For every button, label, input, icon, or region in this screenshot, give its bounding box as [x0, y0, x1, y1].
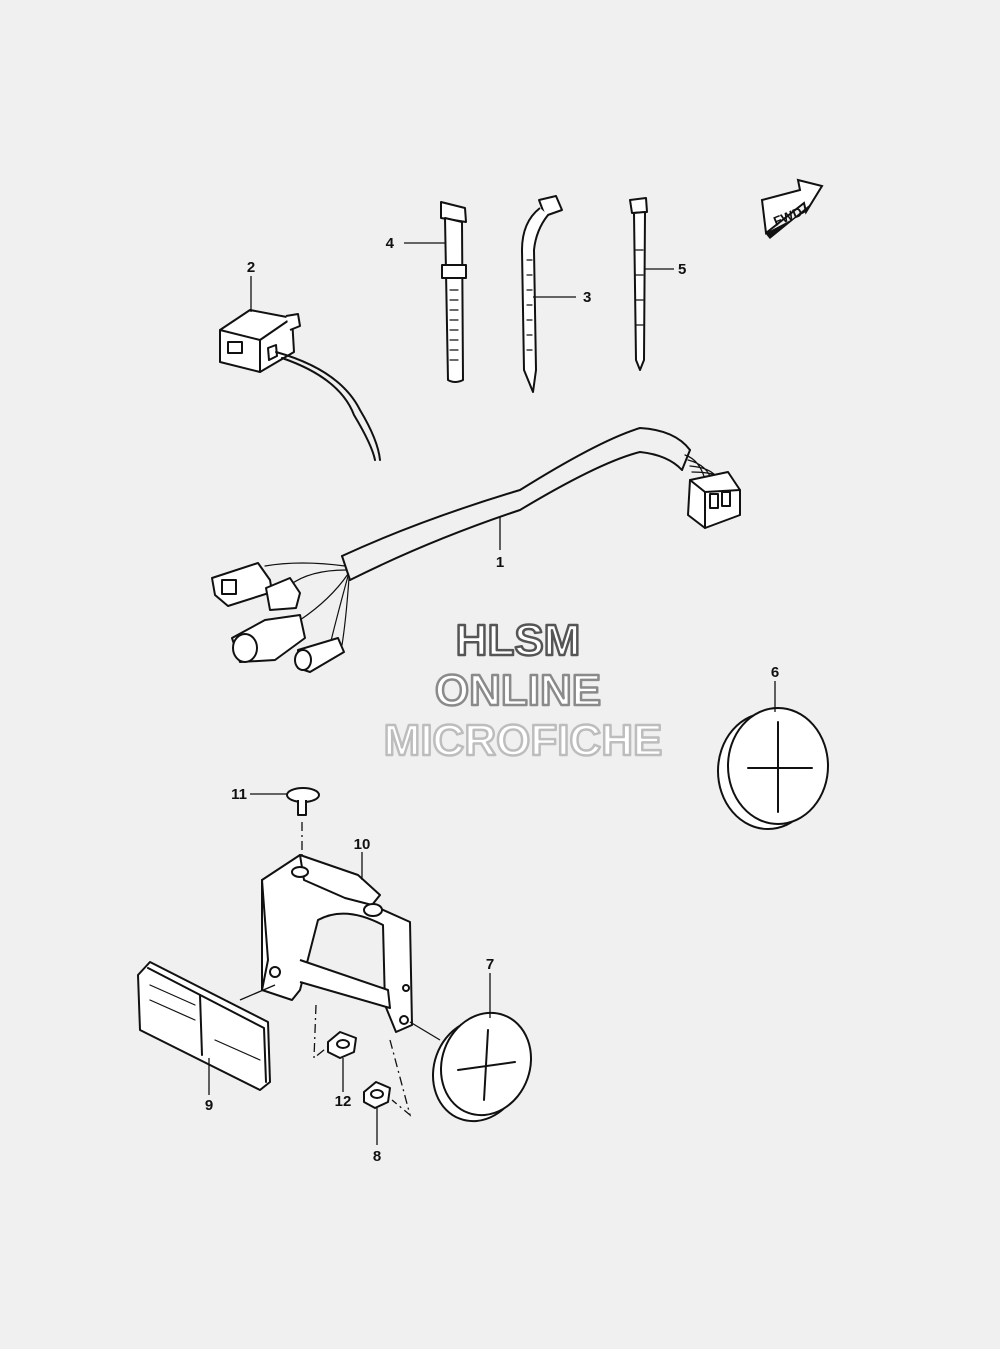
callout-5: 5: [678, 261, 686, 278]
part-9-rect-reflector: [137, 961, 271, 1091]
guide-line-9: [239, 984, 276, 1001]
part-5-cable-tie: [629, 197, 648, 371]
callout-1: 1: [496, 554, 504, 571]
part-3-clamp: [521, 195, 563, 393]
part-2-switch: [219, 309, 381, 461]
guide-line-7: [409, 1021, 441, 1041]
part-11-screw: [286, 787, 320, 816]
part-4-band-clamp: [440, 201, 467, 383]
part-1-wiring-harness: [211, 427, 741, 673]
watermark-line-1: HLSM: [456, 616, 581, 665]
callout-8: 8: [373, 1148, 381, 1165]
callout-6: 6: [771, 664, 779, 681]
callout-9: 9: [205, 1097, 213, 1114]
part-8-nut: [363, 1081, 391, 1109]
callout-12: 12: [335, 1093, 352, 1110]
part-6-round-reflector: [717, 707, 829, 830]
callout-4: 4: [386, 235, 395, 252]
watermark-line-3: MICROFICHE: [384, 716, 663, 765]
callout-10: 10: [354, 836, 371, 853]
part-10-bracket: [261, 854, 413, 1033]
callout-7: 7: [486, 956, 494, 973]
callout-3: 3: [583, 289, 591, 306]
part-12-nut: [327, 1031, 357, 1059]
callout-2: 2: [247, 259, 255, 276]
watermark-line-2: ONLINE: [435, 666, 601, 715]
callout-11: 11: [231, 786, 247, 803]
part-7-round-reflector: [431, 1011, 533, 1123]
fwd-arrow-icon: FWD: [760, 178, 824, 240]
guide-line-8: [389, 1039, 412, 1117]
